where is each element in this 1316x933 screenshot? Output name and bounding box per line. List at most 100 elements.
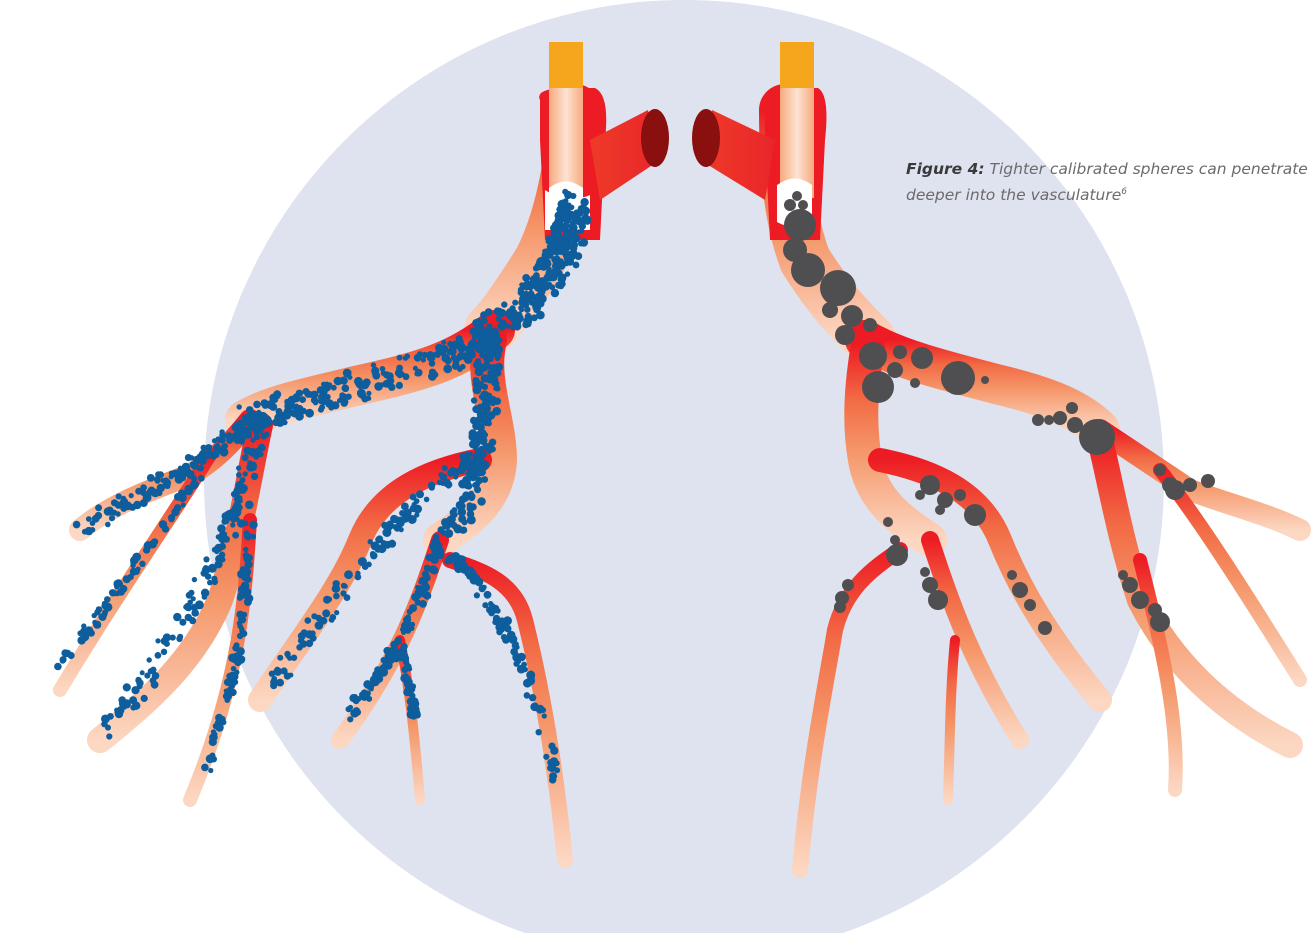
sphere (341, 583, 347, 589)
sphere (428, 482, 435, 489)
sphere (397, 355, 403, 361)
sphere (487, 411, 495, 419)
sphere (462, 565, 469, 572)
sphere (184, 603, 191, 610)
sphere (409, 693, 415, 699)
sphere (471, 397, 477, 403)
sphere (243, 555, 251, 563)
sphere (198, 475, 205, 482)
sphere (230, 522, 235, 527)
sphere (563, 232, 569, 238)
sphere (182, 463, 190, 471)
sphere (1032, 414, 1044, 426)
sphere (54, 663, 62, 671)
sphere (581, 207, 590, 216)
sphere (954, 489, 966, 501)
sphere (476, 325, 485, 334)
sphere (453, 470, 459, 476)
sphere (459, 453, 467, 461)
sphere (1038, 621, 1052, 635)
sphere (405, 676, 411, 682)
sphere (563, 216, 571, 224)
sphere (1122, 577, 1138, 593)
sphere (123, 683, 131, 691)
sphere (101, 721, 107, 727)
sphere (68, 652, 75, 659)
sphere (173, 613, 181, 621)
sphere (516, 312, 523, 319)
sphere (392, 644, 398, 650)
sphere (554, 258, 559, 263)
sphere (495, 308, 504, 317)
sphere (236, 472, 242, 478)
sphere (231, 666, 237, 672)
sphere (378, 544, 387, 553)
sphere (495, 623, 503, 631)
sphere (181, 502, 186, 507)
sphere (451, 355, 457, 361)
sphere (482, 602, 488, 608)
sphere (485, 344, 492, 351)
sphere (339, 392, 345, 398)
sphere (315, 621, 324, 630)
sphere (440, 350, 446, 356)
sphere (842, 579, 854, 591)
sphere (430, 542, 438, 550)
sphere (458, 508, 467, 517)
sphere (201, 764, 209, 772)
sphere (410, 626, 415, 631)
sphere (429, 565, 437, 573)
sphere (300, 408, 306, 414)
sphere (479, 585, 486, 592)
sphere (473, 386, 482, 395)
sphere (361, 689, 368, 696)
sphere (238, 585, 246, 593)
sphere (483, 404, 488, 409)
sphere (95, 512, 102, 519)
sphere (234, 642, 240, 648)
sphere (401, 630, 406, 635)
sphere (474, 592, 480, 598)
sphere (469, 440, 477, 448)
sphere (228, 654, 237, 663)
sphere (188, 590, 194, 596)
sphere (246, 432, 253, 439)
sphere (117, 588, 125, 596)
sphere (171, 508, 179, 516)
sphere (481, 430, 486, 435)
sphere (396, 365, 403, 372)
sphere (1012, 582, 1028, 598)
sphere (550, 747, 558, 755)
sphere (231, 673, 239, 681)
sphere (177, 634, 183, 640)
sphere (822, 302, 838, 318)
caption-label: Figure 4: (906, 160, 985, 178)
sphere (358, 557, 367, 566)
sphere (107, 713, 114, 720)
sphere (101, 603, 107, 609)
sphere (798, 200, 808, 210)
sphere (419, 587, 428, 596)
sphere (109, 589, 116, 596)
sphere (559, 199, 567, 207)
sphere (1053, 411, 1067, 425)
sphere (210, 756, 217, 763)
sphere (429, 369, 436, 376)
sphere (528, 290, 533, 295)
sphere (133, 569, 139, 575)
sphere (370, 676, 378, 684)
sphere (256, 448, 262, 454)
sphere (910, 378, 920, 388)
sphere (147, 657, 152, 662)
figure-caption: Figure 4: Tighter calibrated spheres can… (906, 156, 1316, 208)
sphere (366, 562, 372, 568)
sphere (893, 345, 907, 359)
sphere (215, 443, 221, 449)
sphere (291, 409, 299, 417)
sphere (549, 772, 557, 780)
sphere (342, 385, 350, 393)
sphere (558, 280, 566, 288)
sphere (130, 560, 136, 566)
sphere (245, 501, 254, 510)
sphere (157, 471, 164, 478)
